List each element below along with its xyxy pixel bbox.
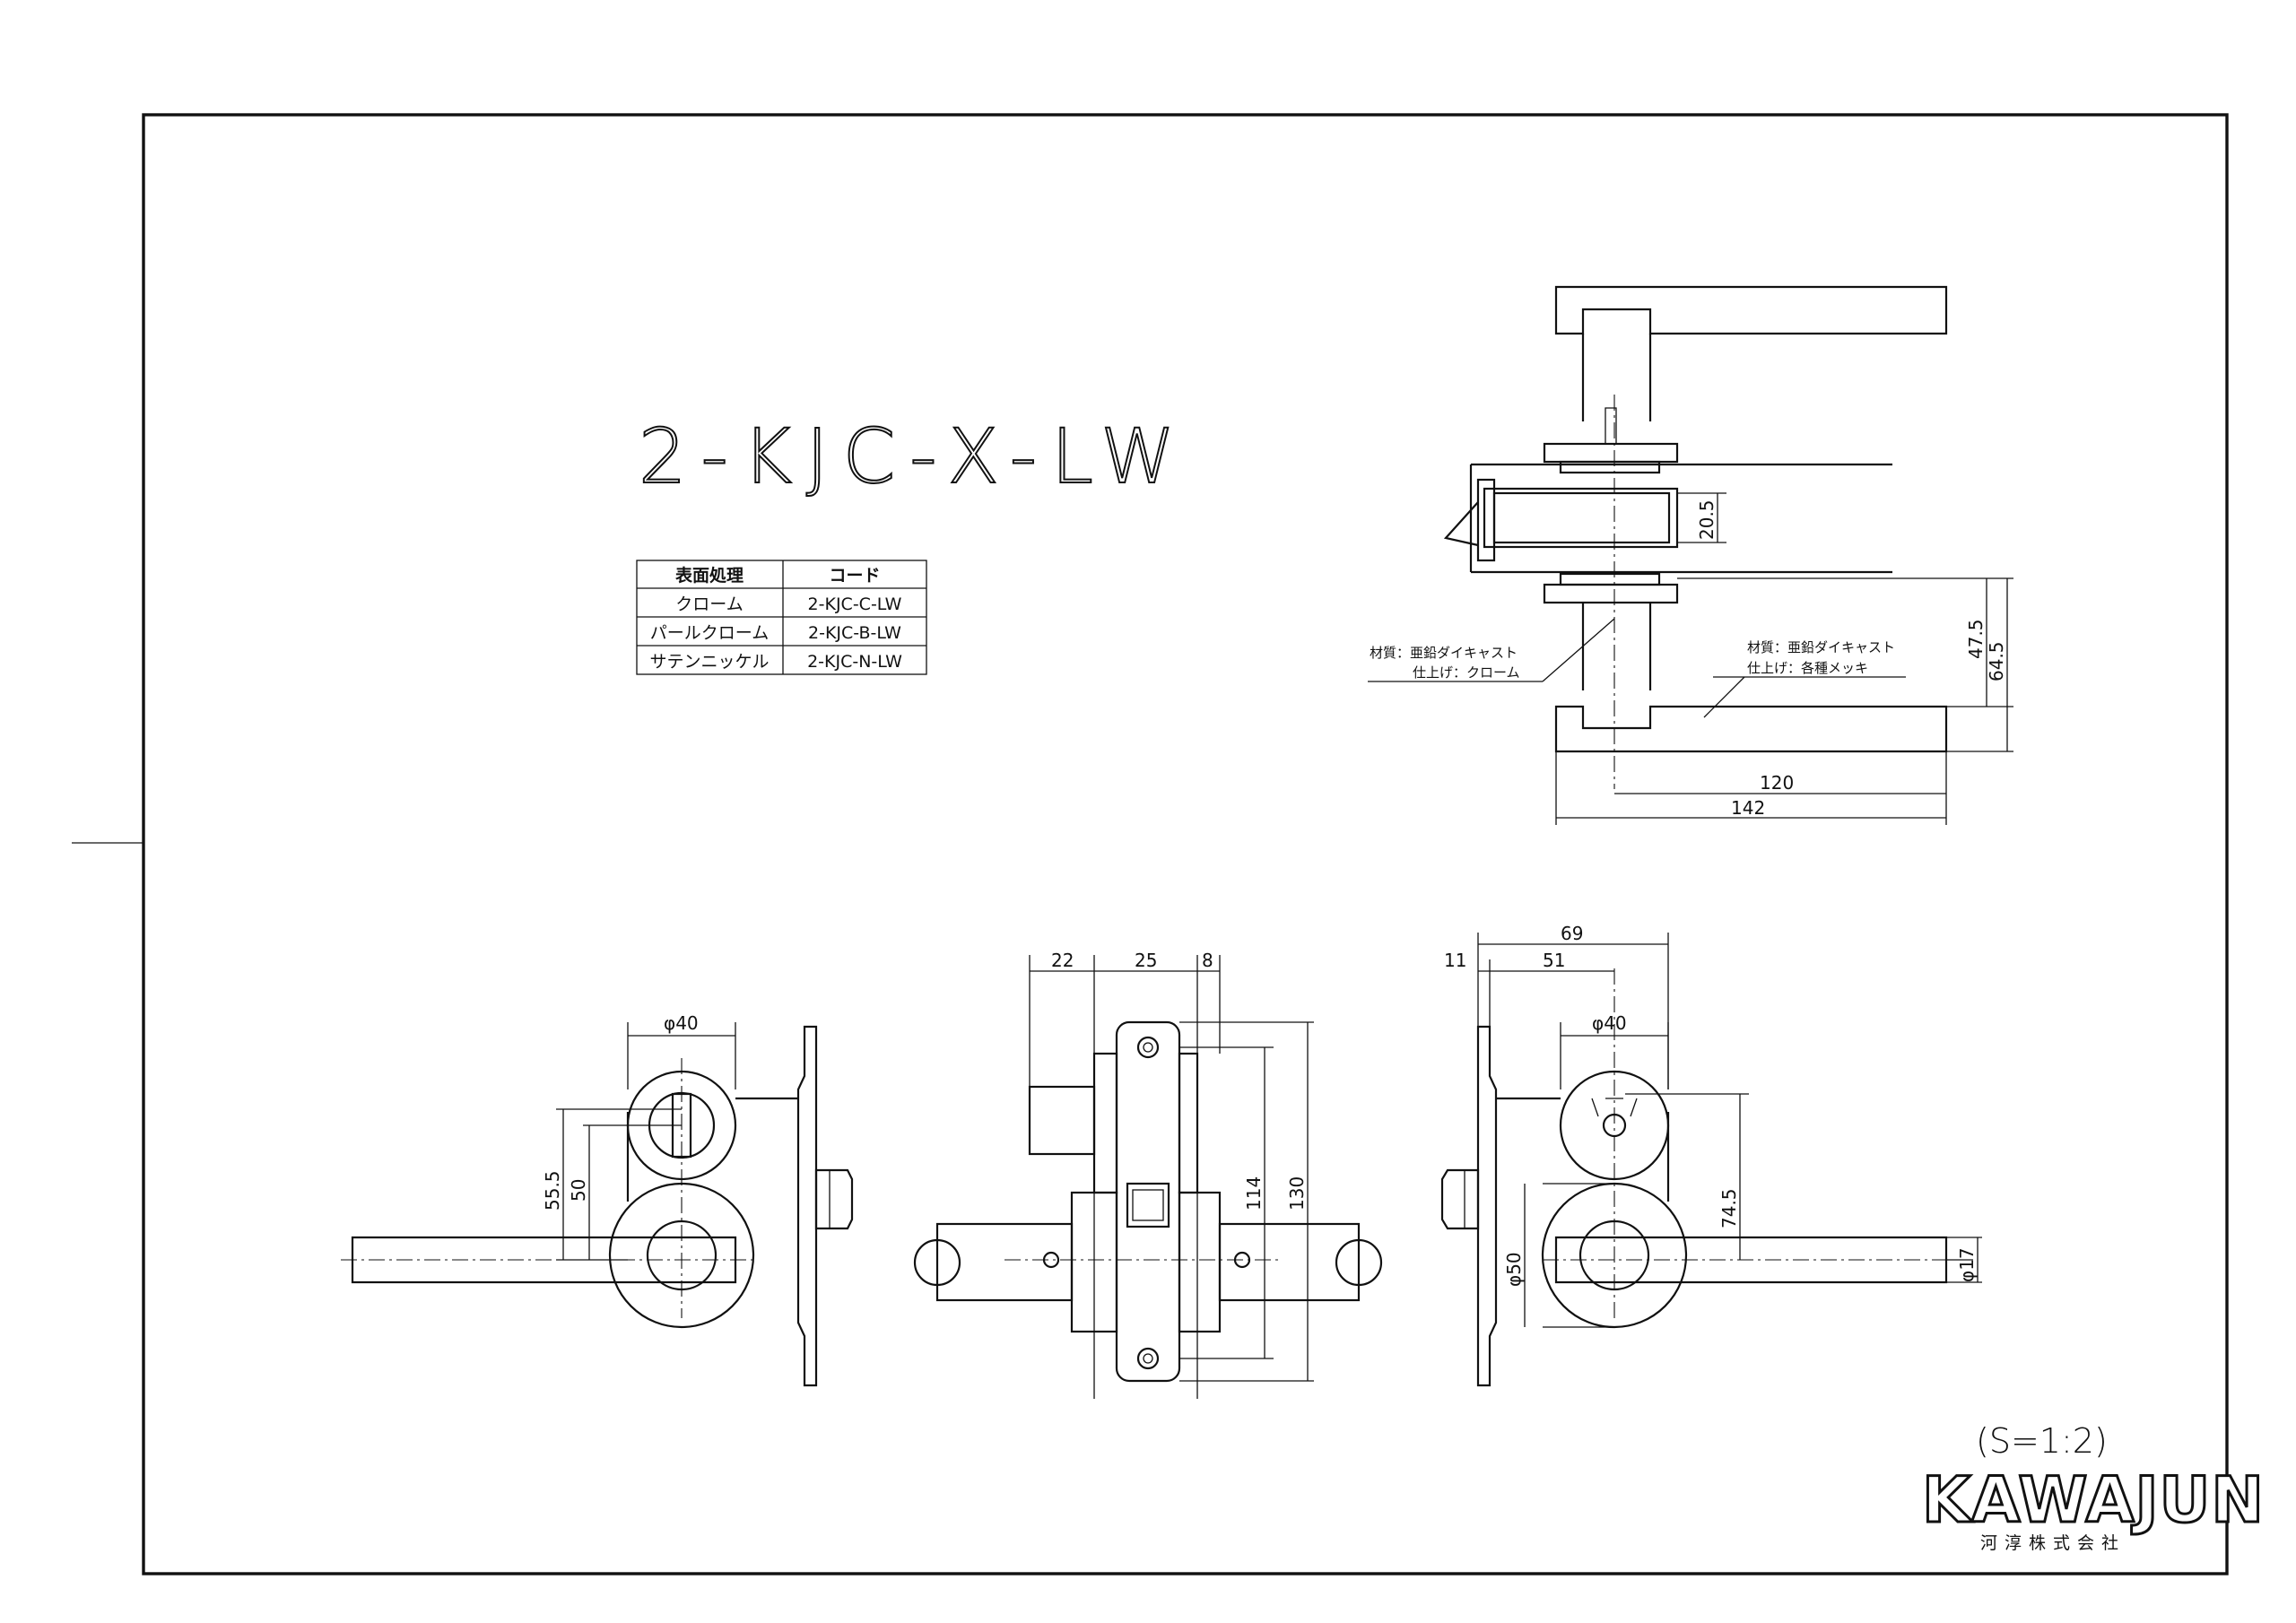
dim-right-11: 11 [1444,950,1466,971]
table-header-finish: 表面処理 [675,565,744,586]
dim-left-phi40: φ40 [664,1012,699,1034]
note-right-material: 材質：亜鉛ダイキャスト [1747,639,1895,655]
top-view: 材質：亜鉛ダイキャスト 仕上げ：クローム 材質：亜鉛ダイキャスト 仕上げ：各種メ… [1368,285,2013,825]
dim-142: 142 [1731,797,1765,819]
front-view-right: 69 11 51 φ40 74.5 φ50 φ17 [1440,923,1982,1387]
note-left-finish: 仕上げ：クローム [1413,664,1520,681]
dim-right-74-5: 74.5 [1718,1188,1740,1228]
dim-right-phi50: φ50 [1503,1252,1525,1287]
table-header-code: コード [829,566,880,586]
table-cell-code: 2-KJC-B-LW [808,623,901,643]
dim-mid-22: 22 [1051,950,1074,971]
dim-right-phi17: φ17 [1956,1247,1978,1282]
dim-47-5: 47.5 [1965,619,1987,659]
dim-left-50: 50 [568,1179,589,1202]
drawing-frame [142,113,2229,1575]
table-cell-finish: クローム [675,595,743,614]
dim-mid-8: 8 [1202,950,1213,971]
table-cell-finish: パールクローム [650,623,769,643]
dim-mid-114: 114 [1243,1176,1265,1211]
product-title: 2-KJC-X-LW [639,412,1189,500]
dim-right-69: 69 [1561,923,1583,944]
dim-right-phi40: φ40 [1592,1012,1627,1034]
table-cell-code: 2-KJC-C-LW [808,595,902,614]
dim-left-55-5: 55.5 [542,1170,563,1211]
side-view-middle: 22 25 8 114 130 [913,950,1383,1399]
brand-logo: KAWAJUN 河淳株式会社 [1921,1462,2266,1554]
front-view-left: φ40 55.5 50 [341,1012,854,1387]
dim-20-5: 20.5 [1696,499,1718,540]
dim-mid-130: 130 [1286,1176,1308,1211]
note-left-material: 材質：亜鉛ダイキャスト [1370,645,1518,661]
dim-120: 120 [1760,772,1794,794]
dim-right-51: 51 [1543,950,1565,971]
note-right-finish: 仕上げ：各種メッキ [1747,660,1868,676]
scale-label: (S=1:2) [1976,1421,2108,1461]
dim-mid-25: 25 [1135,950,1157,971]
finish-table: 表面処理 コード クローム 2-KJC-C-LW パールクローム 2-KJC-B… [636,560,927,675]
table-cell-finish: サテンニッケル [649,652,769,672]
dim-64-5: 64.5 [1986,641,2007,681]
table-cell-code: 2-KJC-N-LW [807,652,902,672]
company-name: 河淳株式会社 [1980,1533,2126,1553]
brand-wordmark: KAWAJUN [1922,1463,2265,1537]
